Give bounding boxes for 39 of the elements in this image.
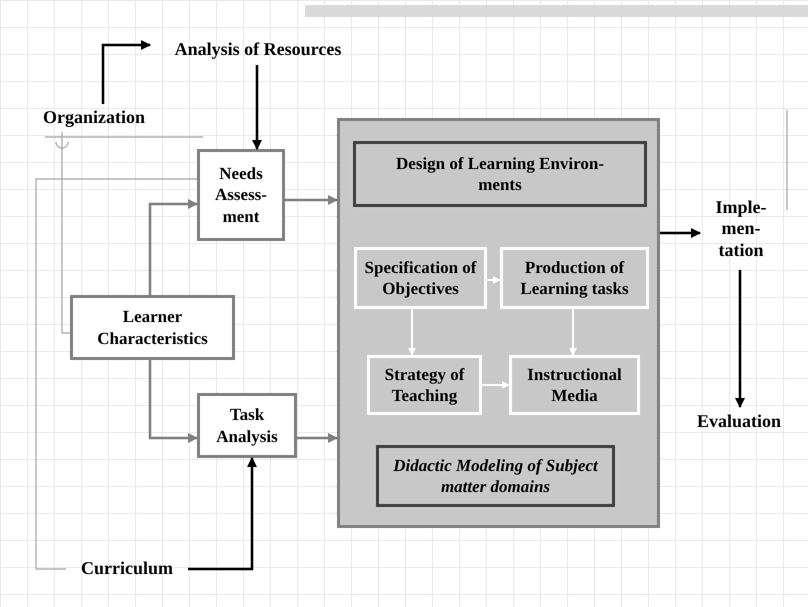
process-box (509, 355, 640, 415)
node-label: Organization (26, 104, 162, 132)
arrow (102, 40, 151, 104)
process-box (500, 247, 649, 309)
box-label: Design of Learning Environ- ments (395, 152, 605, 196)
process-box (367, 355, 482, 415)
box-label: Specification of Objectives (364, 256, 478, 300)
box-label: Instructional Media (526, 364, 623, 406)
connector-line (61, 132, 70, 334)
process-box (70, 295, 235, 360)
arrow (148, 199, 198, 295)
box-label: Learner Characteristics (96, 306, 209, 349)
arrow (252, 65, 262, 150)
arrow (487, 276, 501, 284)
process-box (376, 445, 615, 507)
box-label: Task Analysis (215, 404, 279, 447)
arrow (735, 270, 745, 408)
node-label: Imple- men- tation (700, 188, 782, 270)
node-label: Analysis of Resources (150, 35, 366, 65)
arrow (297, 433, 338, 443)
box-label: Didactic Modeling of Subject matter domains (392, 454, 599, 498)
box-label: Strategy of Teaching (384, 364, 466, 406)
box-label: Production of Learning tasks (519, 256, 630, 300)
box-label: Needs Assess- ment (214, 163, 268, 227)
process-box (197, 393, 297, 458)
process-box (197, 149, 285, 241)
arrow (408, 309, 416, 356)
arrow (188, 457, 257, 570)
arrow (660, 228, 701, 238)
connector-line (35, 178, 197, 570)
arrow (482, 381, 510, 389)
node-label: Curriculum (66, 555, 188, 583)
arrow (569, 309, 577, 356)
process-box (353, 141, 647, 207)
group-panel (337, 118, 660, 528)
arrow (285, 195, 338, 205)
node-label: Evaluation (684, 407, 794, 437)
process-box (354, 247, 487, 309)
arrow (148, 360, 198, 443)
